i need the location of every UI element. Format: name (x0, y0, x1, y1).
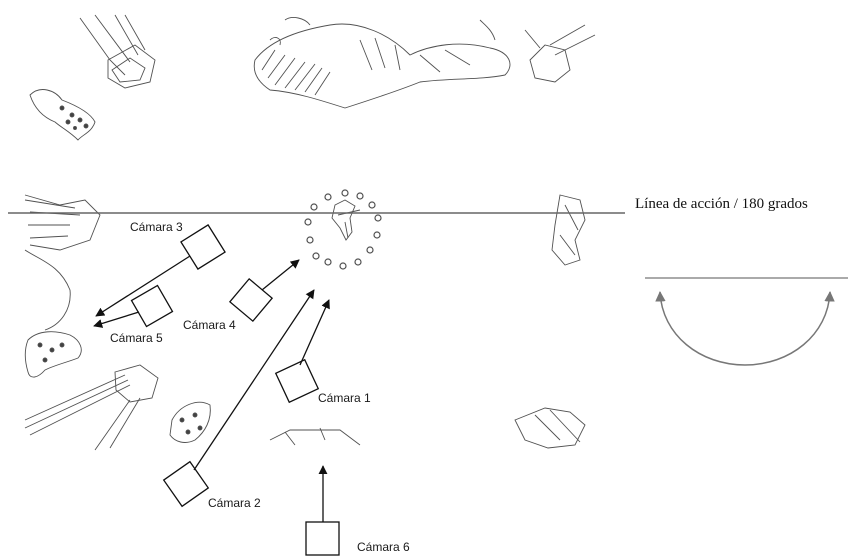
sketch-stone-ring (305, 190, 381, 269)
sketch-column-bottom-left (25, 365, 158, 450)
sketch-dog-top (30, 90, 95, 140)
camera-6: Cámara 6 (306, 466, 410, 555)
sketch-cliffs-top (254, 18, 510, 108)
camera-5: Cámara 5 (94, 286, 172, 345)
sketch-column-top-right (525, 25, 595, 82)
camera-5-arrow (94, 312, 139, 326)
sketch-bushes-left (25, 195, 100, 330)
camera-4-arrow (262, 260, 299, 290)
camera-6-box (306, 522, 339, 555)
camera-5-box (132, 286, 173, 327)
camera-1-arrow (300, 300, 329, 365)
camera-5-label: Cámara 5 (110, 331, 163, 345)
camera-4-box (230, 279, 272, 321)
sketch-bottom-right (515, 408, 585, 448)
camera-3-label: Cámara 3 (130, 220, 183, 234)
camera-6-label: Cámara 6 (357, 540, 410, 554)
camera-2-label: Cámara 2 (208, 496, 261, 510)
camera-2-box (164, 462, 209, 507)
line-of-action-label: Línea de acción / 180 grados (635, 196, 808, 212)
sketch-dog-bottom (170, 402, 210, 442)
sketch-column-top-left (80, 15, 155, 88)
180-degree-arc (660, 292, 830, 365)
camera-1: Cámara 1 (276, 300, 371, 405)
sketch-bushes-right (552, 195, 585, 265)
camera-3-box (181, 225, 225, 269)
180-degree-indicator (645, 278, 848, 365)
camera-4: Cámara 4 (183, 260, 299, 332)
sketch-dog-left (25, 332, 81, 377)
sketch-column-bottom-center (270, 428, 360, 445)
camera-4-label: Cámara 4 (183, 318, 236, 332)
sketch-central-figure (332, 200, 360, 240)
camera-1-box (276, 360, 319, 403)
camera-1-label: Cámara 1 (318, 391, 371, 405)
